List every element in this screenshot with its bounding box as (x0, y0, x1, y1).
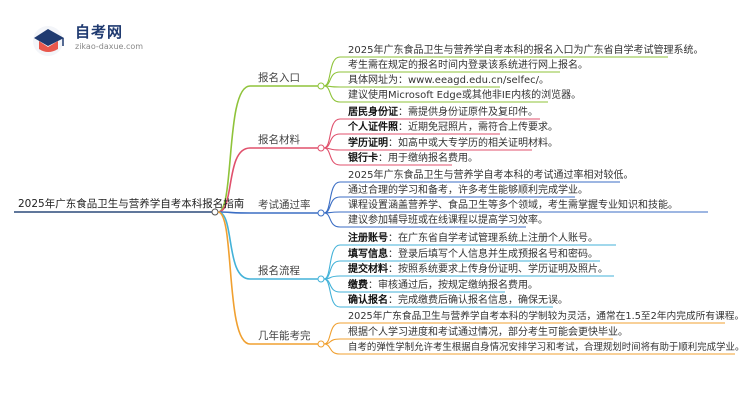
branch-node-dot (317, 340, 325, 348)
leaf-item: 学历证明：如高中或大专学历的相关证明材料。 (348, 137, 558, 150)
leaf-item-key: 学历证明 (348, 138, 388, 149)
leaf-item-text: ：需提供身份证原件及复印件。 (398, 107, 538, 118)
leaf-item: 银行卡：用于缴纳报名费用。 (348, 152, 478, 165)
leaf-item-key: 缴费 (348, 280, 368, 291)
leaf-item: 具体网址为：www.eeagd.edu.cn/selfec/。 (348, 74, 549, 87)
leaf-item-key: 提交材料 (348, 264, 388, 275)
leaf-item-text: ：完成缴费后确认报名信息，确保无误。 (388, 295, 568, 306)
leaf-item-key: 填写信息 (348, 249, 388, 260)
leaf-item-key: 注册账号 (348, 233, 388, 244)
leaf-item-text: ：登录后填写个人信息并生成预报名号和密码。 (388, 249, 598, 260)
leaf-item-key: 确认报名 (348, 295, 388, 306)
leaf-item: 提交材料：按照系统要求上传身份证明、学历证明及照片。 (348, 263, 608, 276)
leaf-item-key: 居民身份证 (348, 107, 398, 118)
leaf-item: 注册账号：在广东省自学考试管理系统上注册个人账号。 (348, 232, 598, 245)
branch-connector (217, 211, 251, 214)
leaf-item-text: 通过合理的学习和备考，许多考生能够顺利完成学业。 (348, 185, 588, 196)
leaf-item-text: 建议使用Microsoft Edge或其他非IE内核的浏览器。 (348, 90, 582, 101)
item-connector (323, 118, 341, 149)
branch-node-dot (317, 209, 325, 217)
branch-connector (217, 147, 251, 213)
logo-title: 自考网 (75, 23, 124, 41)
leaf-item: 通过合理的学习和备考，许多考生能够顺利完成学业。 (348, 184, 588, 197)
branch-connector (217, 85, 251, 213)
item-connector (323, 212, 341, 228)
item-connector (323, 85, 341, 103)
leaf-item-text: ：按照系统要求上传身份证明、学历证明及照片。 (388, 264, 608, 275)
branch-node-dot (317, 144, 325, 152)
item-connector (323, 338, 341, 345)
leaf-item-text: 具体网址为：www.eeagd.edu.cn/selfec/。 (348, 75, 550, 86)
leaf-item: 2025年广东食品卫生与营养学自考本科的报名入口为广东省自学考试管理系统。 (348, 44, 703, 57)
branch-connector (217, 211, 251, 280)
leaf-item-text: ：审核通过后，按规定缴纳报名费用。 (368, 280, 538, 291)
branch-node-dot (317, 275, 325, 283)
leaf-item-text: 2025年广东食品卫生与营养学自考本科的报名入口为广东省自学考试管理系统。 (348, 45, 704, 56)
root-topic: 2025年广东食品卫生与营养学自考本科报名指南 (18, 198, 245, 210)
leaf-item-text: 2025年广东食品卫生与营养学自考本科的考试通过率相对较低。 (348, 170, 634, 181)
leaf-item: 建议参加辅导班或在线课程以提高学习效率。 (348, 214, 548, 227)
branch-connector (217, 211, 251, 345)
item-connector (323, 343, 341, 355)
branch-label: 报名入口 (258, 72, 300, 84)
leaf-item: 缴费：审核通过后，按规定缴纳报名费用。 (348, 279, 538, 292)
item-connector (323, 244, 341, 280)
branch-label: 考试通过率 (258, 199, 311, 211)
leaf-item-text: 建议参加辅导班或在线课程以提高学习效率。 (348, 215, 548, 226)
leaf-item-text: ：近期免冠照片，需符合上传要求。 (398, 122, 558, 133)
leaf-item: 根据个人学习进度和考试通过情况，部分考生可能会更快毕业。 (348, 326, 628, 339)
item-connector (323, 278, 341, 308)
item-connector (323, 56, 341, 87)
branch-label: 报名材料 (258, 134, 300, 146)
leaf-item-text: ：在广东省自学考试管理系统上注册个人账号。 (388, 233, 598, 244)
leaf-item: 2025年广东食品卫生与营养学自考本科的考试通过率相对较低。 (348, 169, 633, 182)
logo-url: zikao-daxue.com (75, 42, 144, 51)
site-logo[interactable]: 自考网 zikao-daxue.com (28, 20, 148, 60)
leaf-item-text: ：如高中或大专学历的相关证明材料。 (388, 138, 558, 149)
leaf-item: 2025年广东食品卫生与营养学自考本科的学制较为灵活，通常在1.5至2年内完成所… (348, 310, 744, 323)
leaf-item-text: 考生需在规定的报名时间内登录该系统进行网上报名。 (348, 60, 588, 71)
branch-label: 报名流程 (258, 265, 300, 277)
leaf-item-text: 根据个人学习进度和考试通过情况，部分考生可能会更快毕业。 (348, 327, 628, 338)
leaf-item: 填写信息：登录后填写个人信息并生成预报名号和密码。 (348, 248, 598, 261)
item-connector (323, 147, 341, 166)
leaf-item-key: 个人证件照 (348, 122, 398, 133)
branch-label: 几年能考完 (258, 330, 311, 342)
branch-node-dot (317, 82, 325, 90)
leaf-item-text: 2025年广东食品卫生与营养学自考本科的学制较为灵活，通常在1.5至2年内完成所… (348, 311, 745, 322)
graduation-cap-logo-icon (33, 26, 64, 56)
leaf-item-text: 自考的弹性学制允许考生根据自身情况安排学习和考试，合理规划时间将有助于顺利完成学… (348, 342, 745, 353)
leaf-item-text: 课程设置涵盖营养学、食品卫生等多个领域，考生需掌握专业知识和技能。 (348, 200, 678, 211)
leaf-item: 个人证件照：近期免冠照片，需符合上传要求。 (348, 121, 558, 134)
leaf-item-text: ：用于缴纳报名费用。 (378, 153, 478, 164)
leaf-item-key: 银行卡 (348, 153, 378, 164)
leaf-item: 确认报名：完成缴费后确认报名信息，确保无误。 (348, 294, 568, 307)
leaf-item: 建议使用Microsoft Edge或其他非IE内核的浏览器。 (348, 89, 581, 102)
leaf-item: 居民身份证：需提供身份证原件及复印件。 (348, 106, 538, 119)
leaf-item: 课程设置涵盖营养学、食品卫生等多个领域，考生需掌握专业知识和技能。 (348, 199, 678, 212)
leaf-item: 自考的弹性学制允许考生根据自身情况安排学习和考试，合理规划时间将有助于顺利完成学… (348, 341, 744, 354)
leaf-item: 考生需在规定的报名时间内登录该系统进行网上报名。 (348, 59, 588, 72)
